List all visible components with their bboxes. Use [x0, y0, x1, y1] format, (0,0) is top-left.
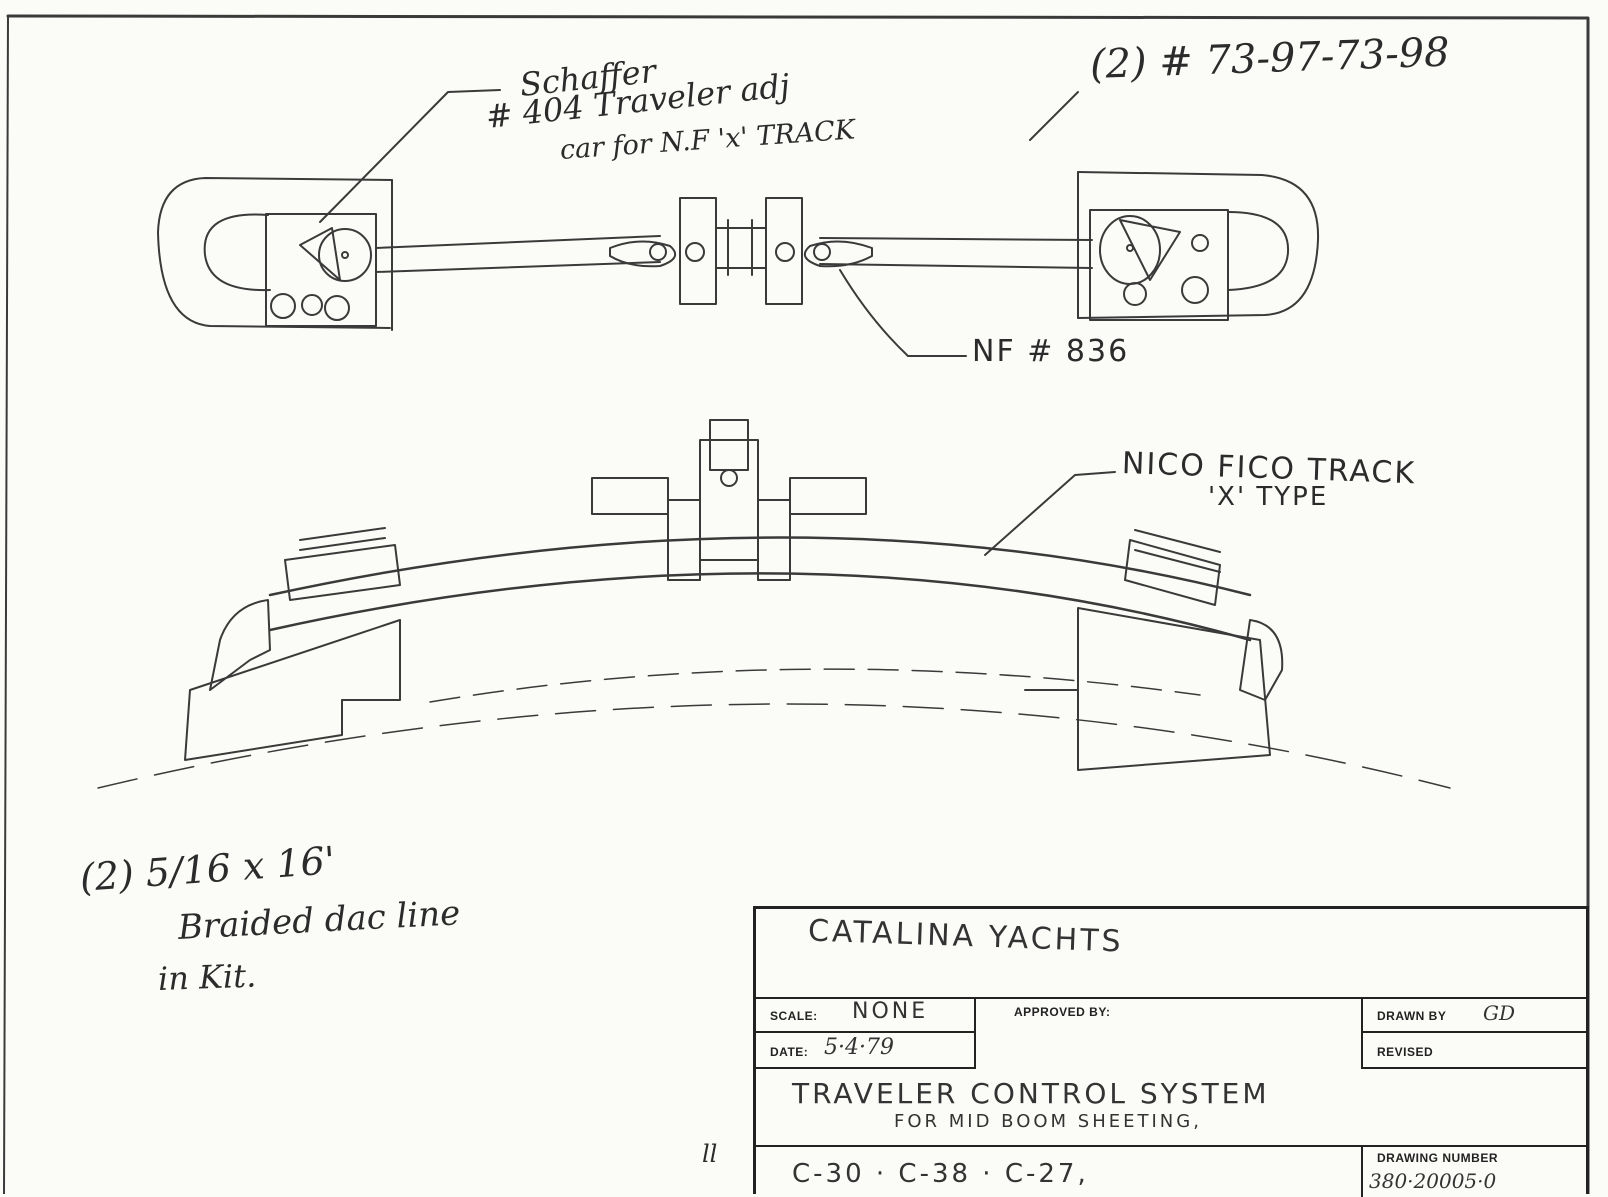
plan-view: [157, 171, 1320, 331]
title-line1: TRAVELER CONTROL SYSTEM: [792, 1077, 1270, 1110]
title-line2: FOR MID BOOM SHEETING,: [894, 1111, 1202, 1132]
leader-nf: [839, 269, 967, 357]
leader-track: [984, 471, 1116, 556]
date-row: DATE: 5·4·79 REVISED: [756, 1033, 1589, 1069]
revised-cell: REVISED: [1363, 1033, 1589, 1069]
drawn-value: GD: [1483, 1001, 1516, 1025]
approved-cell: APPROVED BY:: [976, 999, 1363, 1069]
drawn-cell: DRAWN BY GD: [1363, 999, 1589, 1033]
elevation-view: [97, 419, 1451, 789]
stray-mark: ll: [702, 1140, 718, 1168]
drawing-number-value: 380·20005·0: [1369, 1169, 1497, 1193]
models-cell: C-30 · C-38 · C-27,: [756, 1147, 1363, 1197]
drawing-title-row: TRAVELER CONTROL SYSTEM FOR MID BOOM SHE…: [756, 1069, 1586, 1147]
models-value: C-30 · C-38 · C-27,: [792, 1159, 1089, 1189]
line-desc-line2: in Kit.: [157, 956, 257, 998]
sheet-border-left: [3, 15, 9, 1194]
leader-car: [319, 89, 501, 223]
drawing-number-cell: DRAWING NUMBER 380·20005·0: [1363, 1147, 1589, 1197]
approved-label: APPROVED BY:: [1014, 1005, 1111, 1019]
date-label: DATE:: [770, 1045, 809, 1059]
date-cell: DATE: 5·4·79: [756, 1033, 976, 1069]
drawn-label: DRAWN BY: [1377, 1009, 1447, 1023]
leader-part-numbers: [1029, 91, 1079, 141]
nf-part-label: NF # 836: [972, 334, 1130, 369]
models-row: C-30 · C-38 · C-27, DRAWING NUMBER 380·2…: [756, 1147, 1586, 1197]
scale-cell: SCALE: NONE: [756, 999, 976, 1033]
title-block: CATALINA YACHTS SCALE: NONE APPROVED BY:…: [753, 906, 1589, 1197]
date-value: 5·4·79: [824, 1035, 894, 1060]
scale-value: NONE: [852, 999, 929, 1024]
track-label-line2: 'X' TYPE: [1208, 482, 1329, 512]
scale-label: SCALE:: [770, 1009, 818, 1023]
scale-row: SCALE: NONE APPROVED BY: DRAWN BY GD: [756, 999, 1589, 1069]
company-row: CATALINA YACHTS: [756, 909, 1586, 999]
revised-label: REVISED: [1377, 1045, 1434, 1059]
drawing-number-label: DRAWING NUMBER: [1377, 1151, 1498, 1165]
sheet-border: [6, 14, 1590, 1194]
company-name: CATALINA YACHTS: [807, 913, 1125, 960]
